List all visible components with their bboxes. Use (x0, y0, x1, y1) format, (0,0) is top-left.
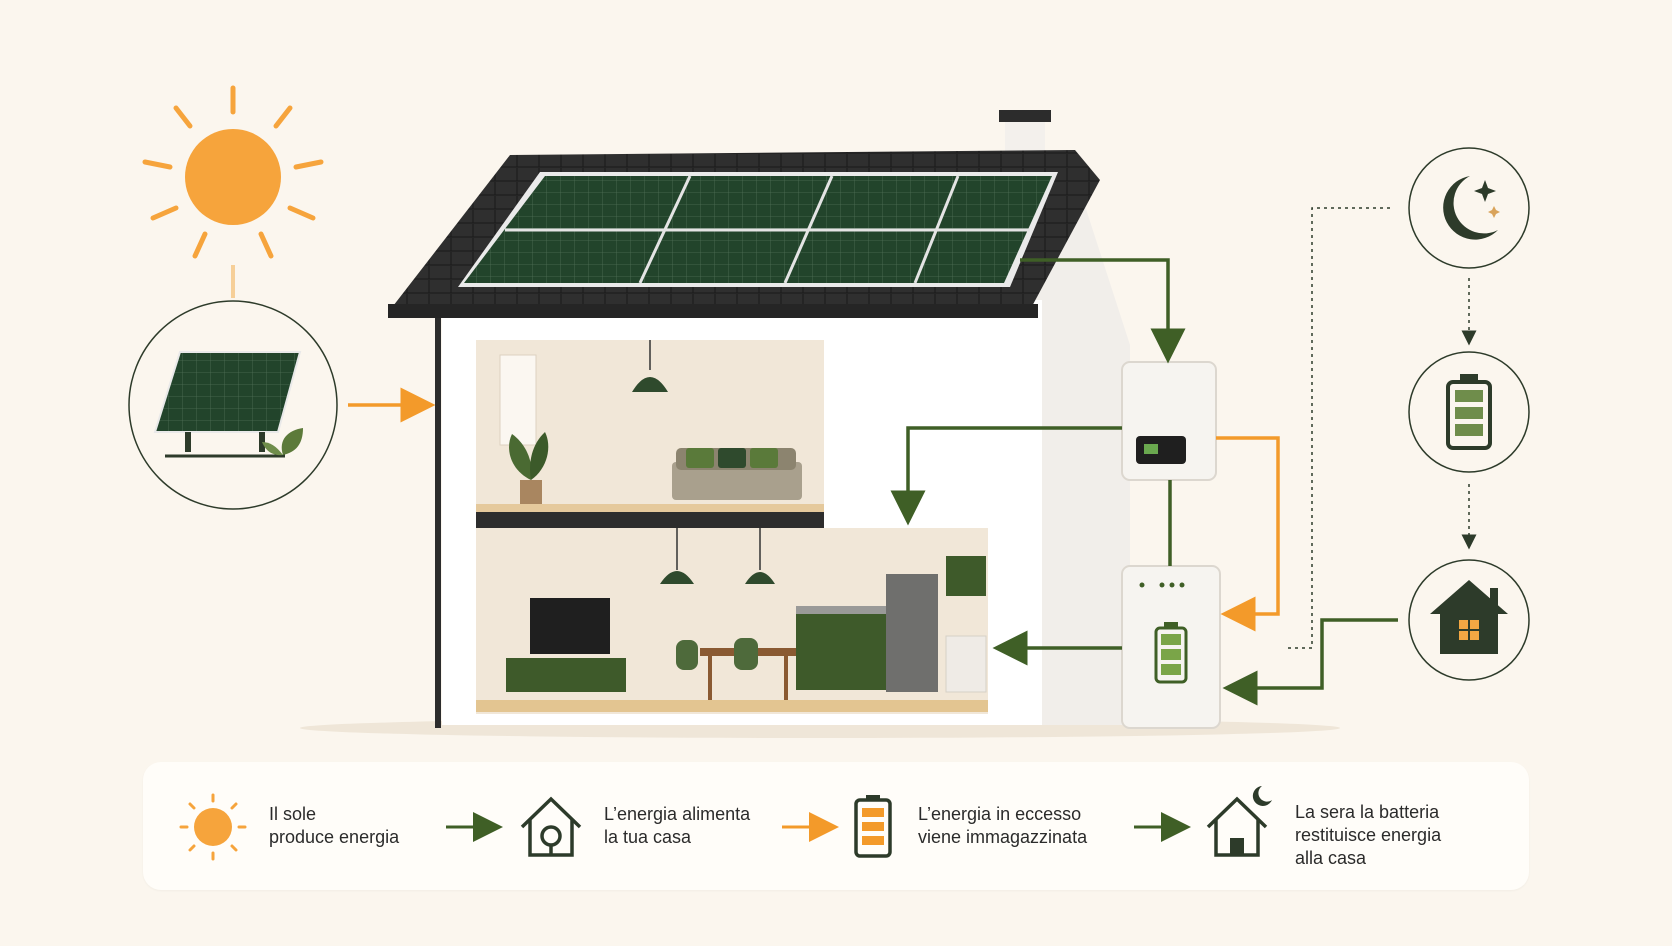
battery-icon (1408, 351, 1530, 473)
step-2-text: L’energia alimenta la tua casa (604, 804, 751, 847)
step-1-text: Il sole produce energia (269, 804, 400, 847)
house-night-icon (1206, 786, 1272, 857)
solar-panel-icon (128, 300, 338, 510)
sun-icon (179, 793, 247, 861)
house-energy-icon (520, 796, 582, 857)
battery-icon (854, 795, 892, 858)
battery-storage-unit (1121, 565, 1221, 729)
house (388, 110, 1130, 728)
moon-stars-icon (1408, 147, 1530, 269)
step-3-text: L’energia in eccesso viene immagazzinata (918, 804, 1088, 847)
house-icon (1408, 559, 1530, 681)
sun-icon (142, 85, 324, 298)
step-4-text: La sera la batteria restituisce energia … (1295, 802, 1442, 868)
